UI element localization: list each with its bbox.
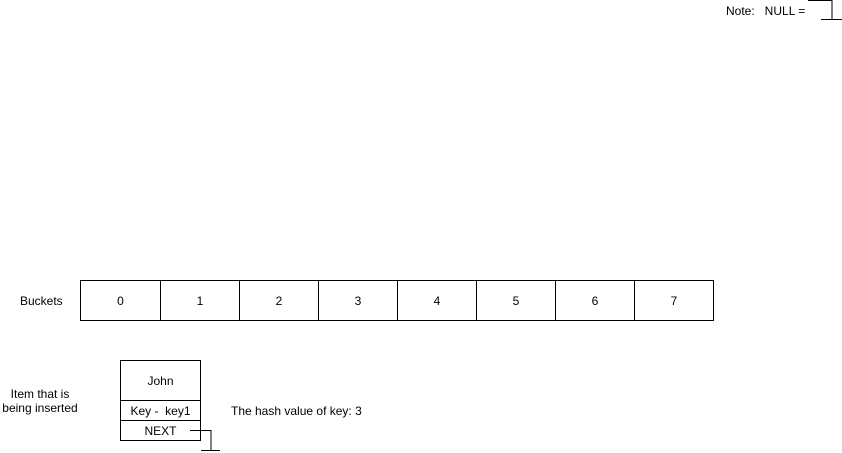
bucket-0: 0 — [80, 280, 161, 321]
item-node: John Key - key1 NEXT — [120, 360, 201, 441]
next-null-pointer-icon — [190, 430, 220, 451]
node-next-cell: NEXT — [120, 420, 201, 441]
item-label-line-2: being inserted — [2, 401, 78, 415]
node-key-cell: Key - key1 — [120, 400, 201, 421]
bucket-6: 6 — [555, 280, 635, 321]
item-label-line-1: Item that is — [10, 387, 70, 401]
bucket-3: 3 — [318, 280, 398, 321]
bucket-2: 2 — [239, 280, 319, 321]
null-ground-icon — [808, 0, 842, 20]
null-legend-text: Note: NULL = — [726, 4, 806, 18]
bucket-array: 0 1 2 3 4 5 6 7 — [80, 280, 721, 321]
node-name-cell: John — [120, 360, 201, 401]
bucket-7: 7 — [634, 280, 714, 321]
buckets-label: Buckets — [20, 294, 63, 308]
item-label: Item that is being inserted — [0, 387, 80, 415]
hash-value-note: The hash value of key: 3 — [231, 404, 362, 418]
bucket-4: 4 — [397, 280, 477, 321]
bucket-5: 5 — [476, 280, 556, 321]
bucket-1: 1 — [160, 280, 240, 321]
